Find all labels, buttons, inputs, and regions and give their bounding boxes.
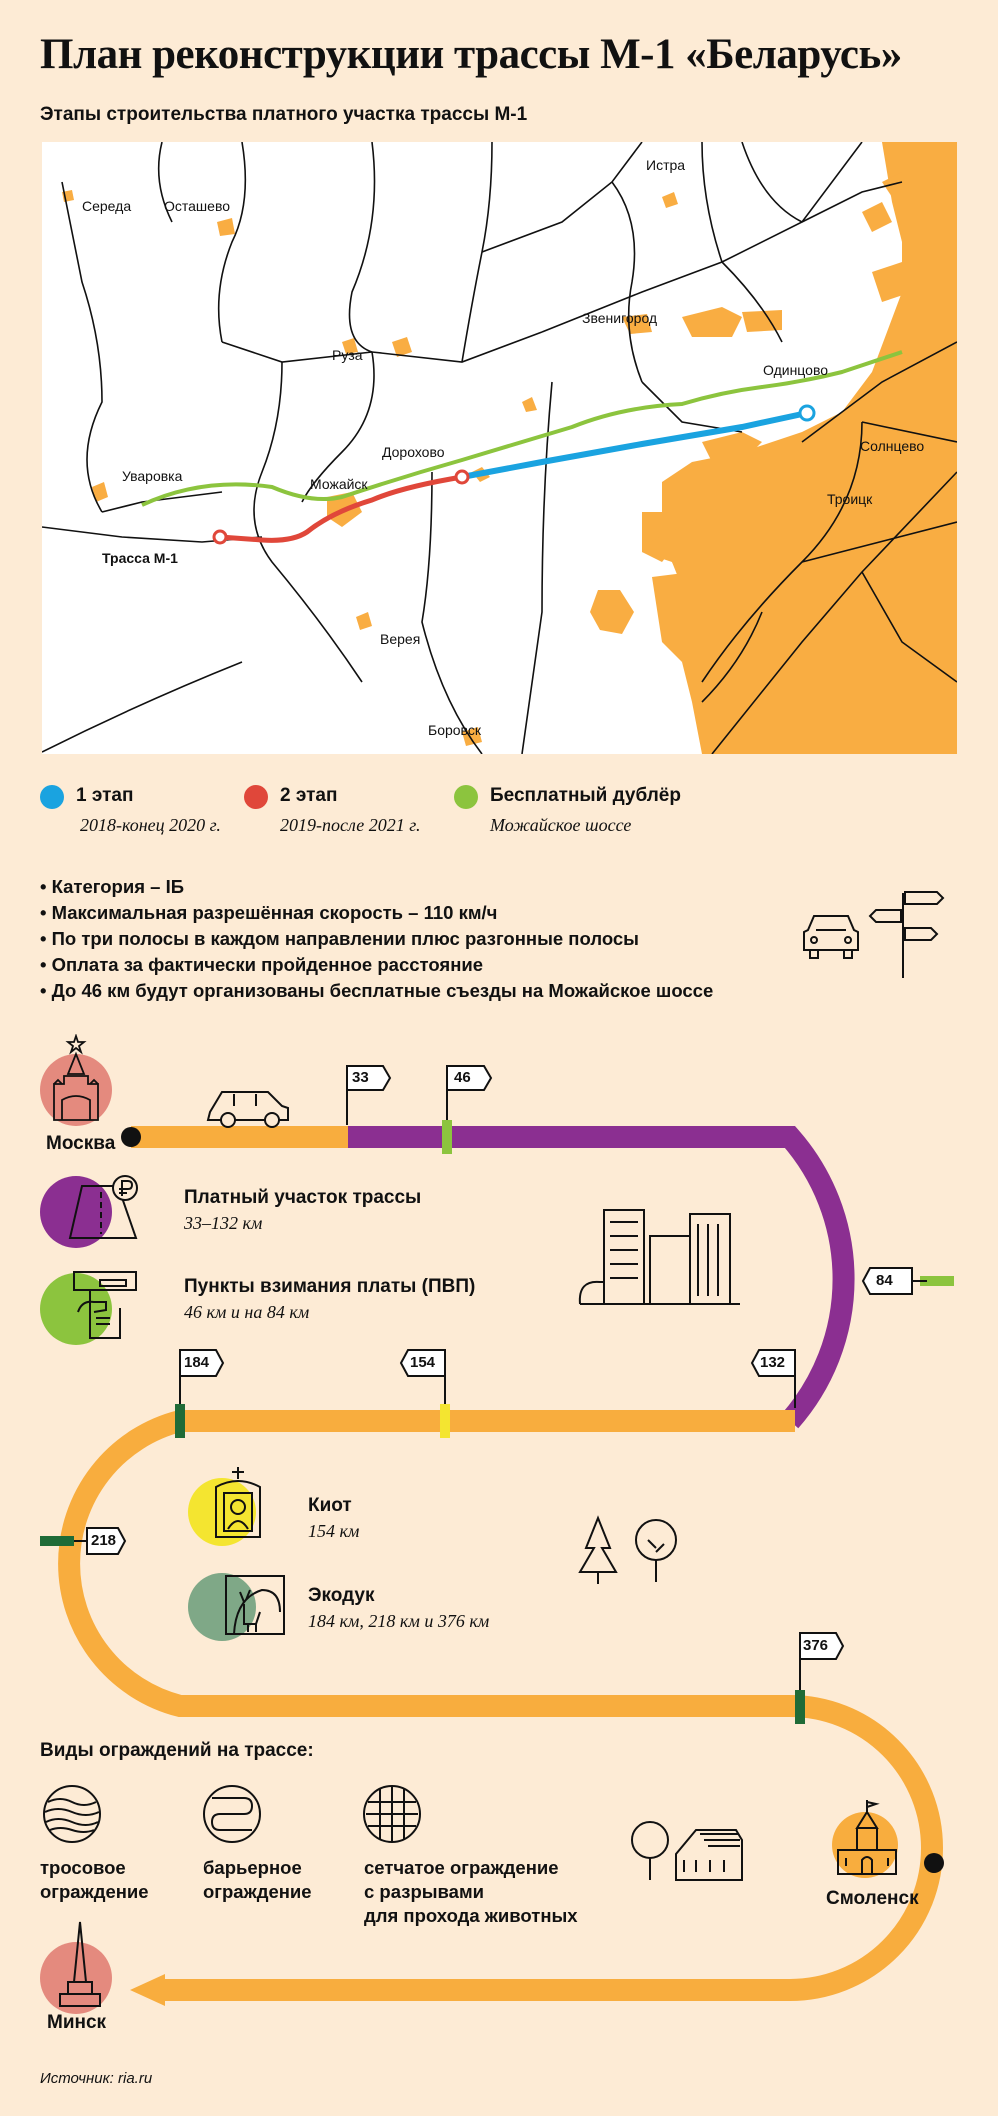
legend-dot xyxy=(40,785,64,809)
legend-sub: 2018-конец 2020 г. xyxy=(80,815,221,835)
fence-label-line: с разрывами xyxy=(364,1881,485,1902)
place-label: Можайск xyxy=(310,476,368,492)
legend-dot xyxy=(454,785,478,809)
toll-sub: 33–132 км xyxy=(184,1213,263,1233)
place-label: Боровск xyxy=(428,722,481,738)
km-154-label: 154 xyxy=(410,1354,436,1371)
fence-label-line: для прохода животных xyxy=(364,1905,578,1926)
fact-item: • Оплата за фактически пройденное рассто… xyxy=(40,954,484,975)
fact-item: • До 46 км будут организованы бесплатные… xyxy=(40,980,714,1001)
stage-2-start xyxy=(212,529,228,545)
km-218-label: 218 xyxy=(91,1532,117,1549)
ppv-title: Пункты взимания платы (ПВП) xyxy=(184,1276,476,1297)
smolensk-icon-circle xyxy=(832,1812,898,1878)
legend-sub: 2019-после 2021 г. xyxy=(280,815,421,835)
fact-item: • Максимальная разрешённая скорость – 11… xyxy=(40,902,498,923)
car-icon xyxy=(206,1091,289,1128)
kiot-icon-circle xyxy=(188,1478,256,1546)
km-184-label: 184 xyxy=(184,1354,210,1371)
legend-label: 1 этап xyxy=(76,785,134,806)
fence-label-line: сетчатое ограждение xyxy=(364,1857,559,1878)
minsk-monument-icon xyxy=(59,1921,101,2007)
city-buildings-icon xyxy=(578,1209,740,1305)
arrow-head xyxy=(130,1974,165,2006)
fact-item: • По три полосы в каждом направлении плю… xyxy=(40,928,639,949)
source-note: Источник: ria.ru xyxy=(40,2070,153,2087)
fence-label-line: ограждение xyxy=(203,1881,312,1902)
toll-title: Платный участок трассы xyxy=(184,1187,422,1208)
page-title: План реконструкции трассы М-1 «Беларусь» xyxy=(40,31,902,78)
stage-1-end xyxy=(798,404,816,422)
km-84-label: 84 xyxy=(876,1272,893,1289)
icon-case-icon xyxy=(215,1467,261,1538)
ppv-mark xyxy=(442,1120,452,1154)
place-label: Троицк xyxy=(827,491,873,507)
place-label: Одинцово xyxy=(763,362,829,378)
moscow-point xyxy=(121,1127,141,1147)
minsk-label: Минск xyxy=(47,2012,107,2033)
payment-terminal-icon xyxy=(73,1271,137,1339)
place-label: Руза xyxy=(332,347,363,363)
toll-segment xyxy=(348,1126,855,1429)
smolensk-point xyxy=(924,1853,944,1873)
kremlin-icon xyxy=(53,1034,99,1121)
fact-item: • Категория – IБ xyxy=(40,876,185,897)
place-label: Середа xyxy=(82,198,132,214)
legend-label: Бесплатный дублёр xyxy=(490,785,681,806)
route-map: Истра Середа Осташево Звенигород Руза Од… xyxy=(42,142,957,754)
stage-1-road xyxy=(461,410,808,480)
moscow-icon-circle xyxy=(40,1054,112,1126)
ecoduct-sub: 184 км, 218 км и 376 км xyxy=(308,1611,490,1631)
village-icon xyxy=(631,1821,743,1881)
fence-label-line: ограждение xyxy=(40,1881,149,1902)
moscow-label: Москва xyxy=(46,1133,116,1154)
km-46-label: 46 xyxy=(454,1069,471,1086)
ecoduct-mark xyxy=(795,1690,805,1724)
ppv-sub: 46 км и на 84 км xyxy=(184,1302,310,1322)
fence-icons xyxy=(43,1785,421,1843)
legend-label: 2 этап xyxy=(280,785,338,806)
cable-fence-icon xyxy=(43,1785,101,1843)
place-label: Истра xyxy=(646,157,686,173)
legend-sub: Можайское шоссе xyxy=(490,815,632,835)
fence-label-barrier: барьерное ограждение xyxy=(203,1856,312,1904)
kiot-mark xyxy=(440,1404,450,1438)
place-label: Дорохово xyxy=(382,444,445,460)
barrier-fence-icon xyxy=(203,1785,261,1843)
car-signpost-icon xyxy=(803,891,945,978)
ppv-mark xyxy=(920,1276,954,1286)
km-flags xyxy=(74,1065,927,1690)
ecoduct-title: Экодук xyxy=(308,1585,375,1606)
toll-road-icon xyxy=(68,1175,138,1239)
smolensk-tower-icon xyxy=(837,1800,897,1875)
fence-label-cable: тросовое ограждение xyxy=(40,1856,149,1904)
fences-heading: Виды ограждений на трассе: xyxy=(40,1740,314,1761)
stage-2-road xyxy=(219,474,463,543)
fence-label-line: барьерное xyxy=(203,1857,302,1878)
free-backup-road xyxy=(141,350,903,507)
ecoduct-icon xyxy=(225,1575,285,1635)
km-33-label: 33 xyxy=(352,1069,369,1086)
place-label: Осташево xyxy=(164,198,231,214)
fence-label-line: тросовое xyxy=(40,1857,126,1878)
place-label: Верея xyxy=(380,631,421,647)
km-376-label: 376 xyxy=(803,1637,829,1654)
trees-icon xyxy=(578,1515,677,1584)
ecoduct-mark xyxy=(175,1404,185,1438)
km-132-label: 132 xyxy=(760,1354,786,1371)
smolensk-label: Смоленск xyxy=(826,1888,919,1909)
kiot-sub: 154 км xyxy=(308,1521,360,1541)
fence-label-mesh: сетчатое ограждение с разрывами для прох… xyxy=(364,1856,578,1928)
place-label: Уваровка xyxy=(122,468,183,484)
highway-label: Трасса М-1 xyxy=(102,550,178,566)
highway-facts: • Категория – IБ • Максимальная разрешён… xyxy=(40,874,713,1004)
legend-dot xyxy=(244,785,268,809)
place-label: Солнцево xyxy=(860,438,925,454)
ecoduct-mark xyxy=(40,1536,74,1546)
kiot-title: Киот xyxy=(308,1495,352,1516)
map-subtitle: Этапы строительства платного участка тра… xyxy=(40,104,528,125)
stage-boundary xyxy=(454,469,470,485)
place-label: Звенигород xyxy=(582,310,658,326)
